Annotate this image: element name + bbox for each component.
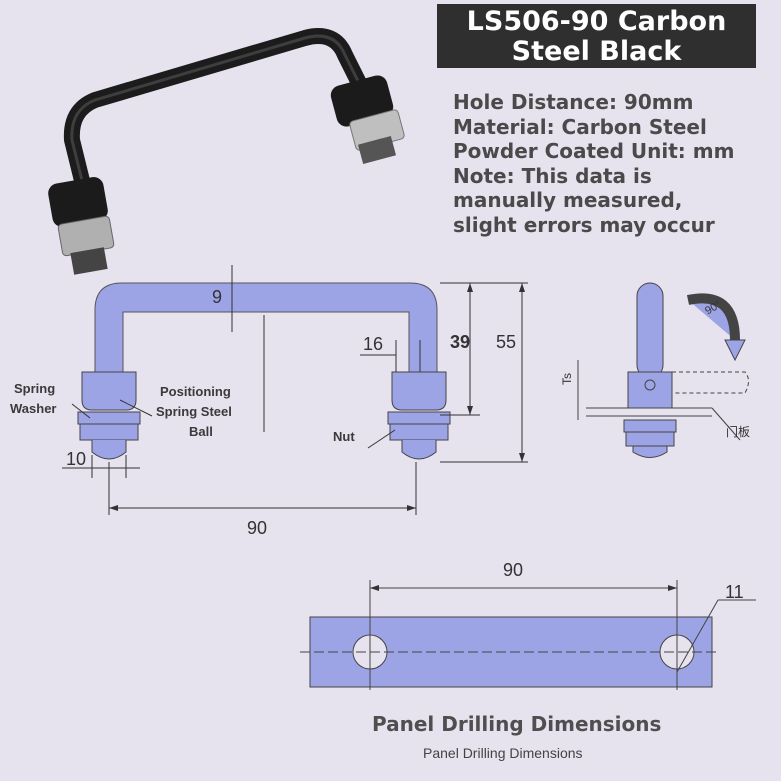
spec-note-2: manually measured, — [453, 188, 683, 212]
label-positioning: Positioning — [160, 384, 231, 399]
label-washer: Washer — [10, 401, 57, 416]
dim-bolt-width: 16 — [363, 334, 384, 354]
dim-top-thickness: 9 — [212, 287, 223, 307]
label-spring-steel: Spring Steel — [156, 404, 232, 419]
dim-hole-distance: 90 — [247, 518, 268, 538]
label-nut: Nut — [333, 429, 355, 444]
dim-foot-width: 10 — [66, 449, 87, 469]
footer-subtitle: Panel Drilling Dimensions — [423, 745, 583, 761]
label-ts: Ts — [560, 373, 574, 385]
spec-note-3: slight errors may occur — [453, 212, 715, 237]
dim-drill-distance: 90 — [503, 560, 524, 580]
spec-coating-unit: Powder Coated Unit: mm — [453, 139, 735, 163]
dim-hole-diameter: 11 — [725, 582, 744, 602]
spec-list: Hole Distance: 90mm Material: Carbon Ste… — [453, 90, 773, 237]
product-title: LS506-90 Carbon Steel Black — [437, 4, 756, 68]
spec-note-1: Note: This data is — [453, 163, 652, 188]
title-line-1: LS506-90 Carbon — [466, 6, 727, 37]
label-spring: Spring — [14, 381, 56, 396]
spec-material: Material: Carbon Steel — [453, 114, 707, 139]
dim-inner-height: 39 — [450, 332, 471, 352]
dim-total-height: 55 — [496, 332, 517, 352]
label-ball: Ball — [189, 424, 213, 439]
footer-title: Panel Drilling Dimensions — [372, 712, 662, 736]
spec-hole-distance: Hole Distance: 90mm — [453, 90, 694, 114]
label-door-panel: 门板 — [726, 425, 751, 439]
title-line-2: Steel Black — [511, 36, 682, 67]
